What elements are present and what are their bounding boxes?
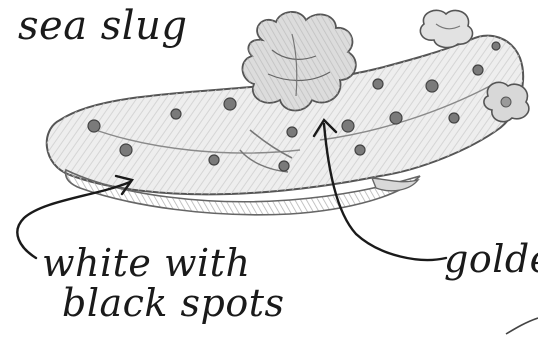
gill-color-label: golde (444, 240, 538, 278)
stray-pencil-stroke (506, 318, 538, 334)
body-color-label-line2: black spots (62, 284, 285, 322)
body-color-label-line1: white with (42, 244, 250, 282)
sketch-title: sea slug (18, 6, 187, 46)
rhinophore-top (420, 10, 472, 47)
